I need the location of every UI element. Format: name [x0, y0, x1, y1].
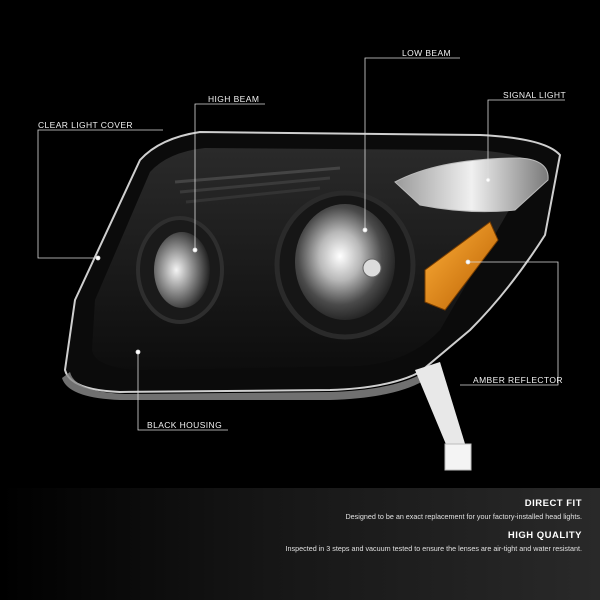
amber-reflector-shape	[424, 221, 499, 311]
direct-fit-text: Designed to be an exact replacement for …	[345, 512, 582, 521]
callout-dot-low-beam	[362, 227, 368, 233]
clear-lens-lip	[62, 372, 425, 400]
low-beam-bulb	[362, 258, 382, 278]
high-beam-reflector	[154, 232, 210, 308]
housing-ridge	[185, 186, 321, 204]
label-low-beam: LOW BEAM	[402, 48, 452, 58]
label-high-beam: HIGH BEAM	[208, 94, 260, 104]
callout-dot-clear-cover	[95, 255, 101, 261]
callout-dot-housing	[135, 349, 141, 355]
callout-line-high-beam	[194, 103, 265, 250]
callout-line-signal	[487, 99, 565, 180]
callout-line-amber	[460, 261, 559, 386]
mounting-tab	[444, 443, 472, 471]
callout-dot-amber	[465, 259, 471, 265]
label-signal-light: SIGNAL LIGHT	[503, 90, 567, 100]
callout-dot-signal	[485, 177, 491, 183]
feature-footer: DIRECT FIT Designed to be an exact repla…	[0, 488, 600, 600]
housing-ridge	[174, 166, 341, 184]
high-quality-text: Inspected in 3 steps and vacuum tested t…	[285, 544, 582, 553]
label-clear-light-cover: CLEAR LIGHT COVER	[38, 120, 133, 130]
mounting-bracket	[415, 362, 470, 466]
low-beam-reflector	[295, 204, 395, 320]
callout-dot-high-beam	[192, 247, 198, 253]
callout-line-clear-cover	[37, 129, 163, 259]
direct-fit-title: DIRECT FIT	[524, 498, 582, 509]
callout-lines	[37, 57, 565, 431]
high-quality-title: HIGH QUALITY	[507, 530, 582, 541]
label-black-housing: BLACK HOUSING	[147, 420, 223, 430]
callout-line-low-beam	[364, 57, 460, 230]
callout-line-housing	[137, 352, 228, 431]
signal-light-lens	[394, 157, 549, 213]
housing-ridge	[179, 176, 331, 194]
label-amber-reflector: AMBER REFLECTOR	[473, 375, 563, 385]
